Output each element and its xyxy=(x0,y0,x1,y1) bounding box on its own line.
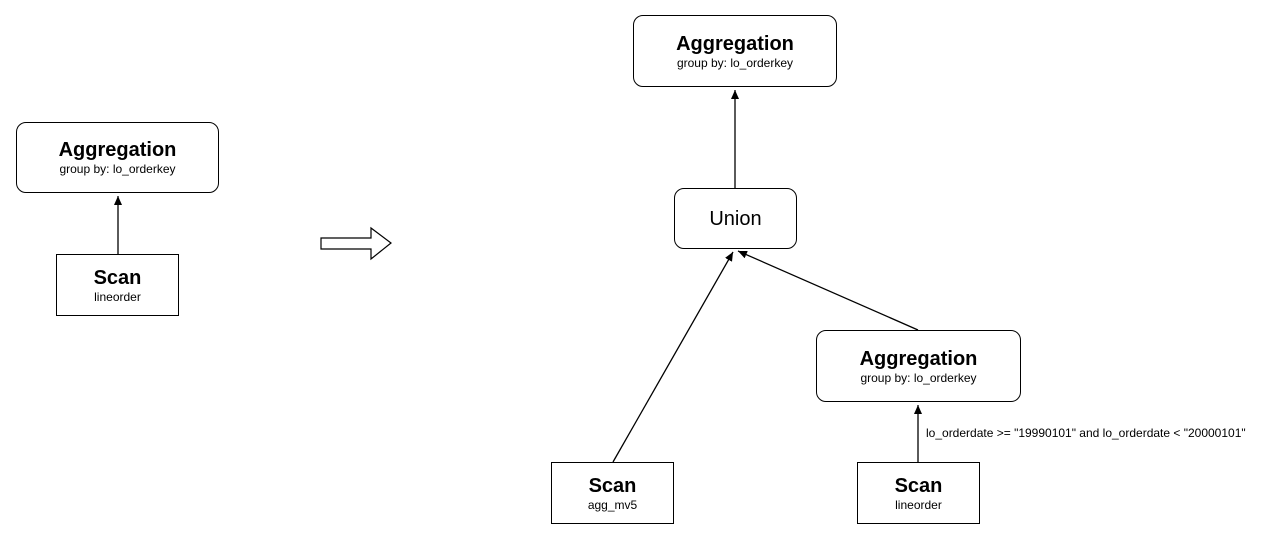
node-title: Aggregation xyxy=(676,32,794,55)
before-aggregation-node: Aggregation group by: lo_orderkey xyxy=(16,122,219,193)
node-title: Scan xyxy=(588,474,637,497)
node-title: Aggregation xyxy=(58,139,177,161)
node-subtitle: group by: lo_orderkey xyxy=(59,162,176,176)
after-scan-lineorder-node: Scan lineorder xyxy=(857,462,980,524)
after-inner-aggregation-node: Aggregation group by: lo_orderkey xyxy=(816,330,1021,402)
node-title: Scan xyxy=(93,266,142,289)
before-scan-node: Scan lineorder xyxy=(56,254,179,316)
after-union-node: Union xyxy=(674,188,797,249)
node-subtitle: group by: lo_orderkey xyxy=(676,55,794,70)
filter-predicate-label: lo_orderdate >= "19990101" and lo_orderd… xyxy=(926,426,1246,440)
node-subtitle: group by: lo_orderkey xyxy=(860,370,977,385)
after-scan-mv-node: Scan agg_mv5 xyxy=(551,462,674,524)
node-subtitle: lineorder xyxy=(94,289,141,304)
node-title: Scan xyxy=(894,474,943,497)
rewrite-arrow-icon xyxy=(320,226,392,261)
edge-inner-aggregation-to-union xyxy=(737,250,919,331)
edge-scan-mv-to-union xyxy=(612,251,734,463)
node-label: Union xyxy=(709,207,762,230)
node-title: Aggregation xyxy=(859,347,978,370)
after-top-aggregation-node: Aggregation group by: lo_orderkey xyxy=(633,15,837,87)
node-subtitle: agg_mv5 xyxy=(587,497,638,512)
node-subtitle: lineorder xyxy=(895,497,942,512)
